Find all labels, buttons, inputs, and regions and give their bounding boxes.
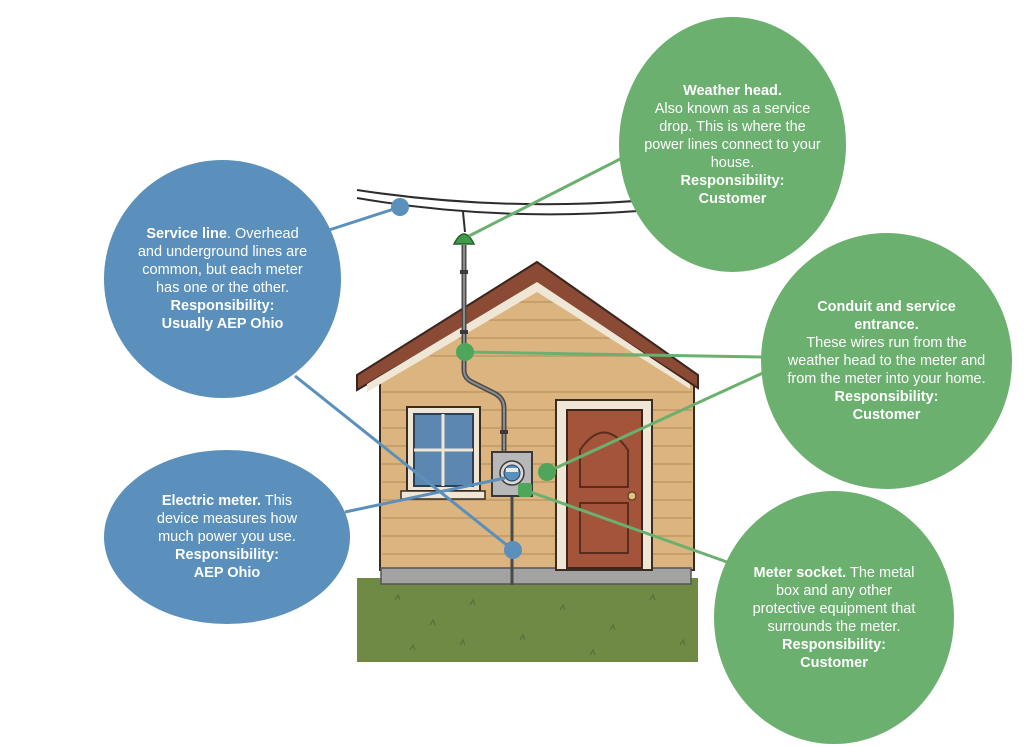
conduit-responsibility: Customer bbox=[852, 407, 921, 423]
meter-socket-marker-right bbox=[538, 463, 556, 481]
meter-socket-responsibility: Customer bbox=[800, 654, 868, 671]
front-door bbox=[555, 399, 653, 571]
ground-marker bbox=[504, 541, 522, 559]
service-line-description: . Overhead and underground lines are com… bbox=[137, 226, 308, 296]
weather-head-description: Also known as a service drop. This is wh… bbox=[644, 100, 821, 171]
conduit-callout: Conduit and service entrance. These wire… bbox=[761, 233, 1012, 489]
weather-head-responsibility-label: Responsibility: bbox=[680, 172, 785, 189]
service-drop-wire bbox=[462, 211, 466, 233]
electric-meter-responsibility-label: Responsibility: bbox=[175, 547, 279, 563]
electric-meter-title: Electric meter. bbox=[161, 493, 261, 509]
weather-head-title: Weather head. bbox=[683, 82, 782, 99]
meter-box bbox=[491, 451, 533, 497]
meter-socket-description: The metal box and any other protective e… bbox=[752, 564, 916, 635]
weather-head-callout: Weather head. Also known as a service dr… bbox=[619, 17, 846, 272]
weather-head-responsibility: Customer bbox=[698, 190, 767, 207]
conduit-marker bbox=[456, 343, 474, 361]
service-line-marker bbox=[391, 198, 409, 216]
foundation bbox=[380, 567, 692, 585]
service-line-title: Service line bbox=[146, 226, 227, 242]
electric-meter-callout: Electric meter. This device measures how… bbox=[104, 450, 350, 624]
service-line-responsibility-label: Responsibility: bbox=[170, 298, 275, 314]
roof bbox=[356, 260, 699, 392]
weather-head-cap bbox=[452, 233, 476, 245]
connector-lines bbox=[294, 153, 766, 564]
service-line-responsibility: Usually AEP Ohio bbox=[161, 316, 284, 332]
conduit-description: These wires run from the weather head to… bbox=[787, 335, 986, 387]
electric-meter-responsibility: AEP Ohio bbox=[193, 565, 261, 581]
electric-meter-description: This device measures how much power you … bbox=[156, 493, 298, 545]
grass-tufts bbox=[394, 593, 686, 656]
conduit-responsibility-label: Responsibility: bbox=[834, 389, 939, 405]
meter-socket-title: Meter socket. bbox=[753, 564, 847, 581]
meter-socket-responsibility-label: Responsibility: bbox=[782, 636, 886, 653]
conduit-title: Conduit and service entrance. bbox=[817, 299, 956, 333]
meter-socket-marker bbox=[518, 483, 532, 497]
meter-socket-callout: Meter socket. The metal box and any othe… bbox=[714, 491, 954, 744]
service-line-callout: Service line. Overhead and underground l… bbox=[104, 160, 341, 398]
grass-lawn bbox=[357, 578, 698, 662]
